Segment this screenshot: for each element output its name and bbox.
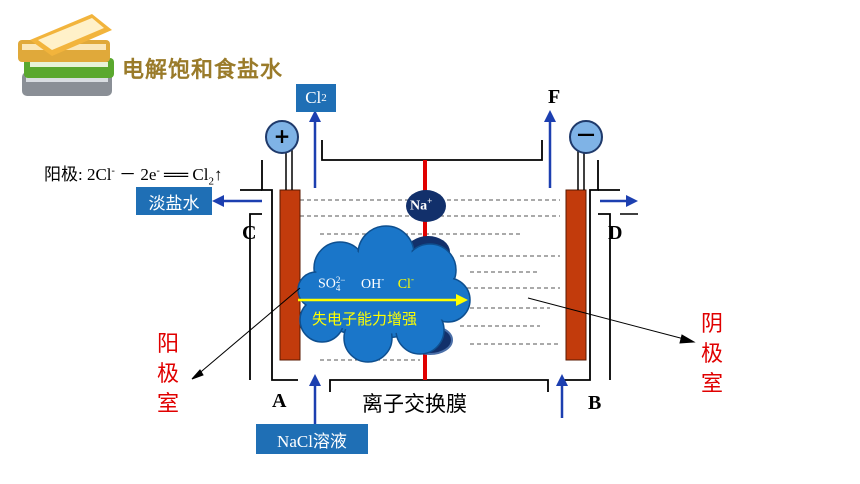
oh-ion: OH bbox=[360, 276, 382, 292]
plus-sign: + bbox=[273, 124, 291, 148]
membrane-label: 离子交换膜 bbox=[362, 392, 467, 416]
cathode-room-char-3: 室 bbox=[700, 372, 723, 397]
so4-ion: SO bbox=[318, 276, 336, 292]
page-title: 电解饱和食盐水 bbox=[122, 58, 284, 83]
electron-loss-label: 失电子能力增强 bbox=[312, 310, 418, 328]
anode-eq-sup2: - bbox=[156, 165, 160, 177]
anode-room-char-2: 极 bbox=[156, 362, 179, 387]
cathode-electrode bbox=[565, 189, 587, 361]
cl2-subscript: 2 bbox=[321, 92, 327, 104]
na-sup: + bbox=[427, 196, 433, 206]
so4-sup: 2− bbox=[335, 275, 346, 286]
anode-electrode bbox=[279, 189, 301, 361]
cl2-label: Cl bbox=[305, 88, 322, 107]
outlet-f-label: F bbox=[548, 86, 561, 108]
outlet-d-label: D bbox=[608, 222, 623, 244]
cathode-room-label: 阴 极 室 bbox=[700, 310, 724, 400]
outlet-c-label: C bbox=[242, 222, 257, 244]
dilute-brine-box: 淡盐水 bbox=[136, 187, 212, 215]
minus-sign: — bbox=[577, 124, 595, 145]
anode-eq-part3: ══ Cl bbox=[159, 165, 209, 184]
na-ion-label: Na+ bbox=[410, 196, 432, 215]
anode-room-char-1: 阳 bbox=[156, 332, 179, 357]
anode-eq-arrow: ↑ bbox=[213, 165, 223, 184]
anode-eq-sup1: - bbox=[111, 165, 115, 177]
anode-equation: 阳极: 2Cl- － 2e- ══ Cl2↑ bbox=[44, 160, 222, 187]
electron-loss-arrow bbox=[298, 294, 468, 306]
room-pointer-lines bbox=[191, 287, 696, 380]
positive-terminal bbox=[265, 120, 299, 154]
anode-room-char-3: 室 bbox=[156, 392, 179, 417]
books-icon bbox=[18, 14, 114, 96]
so4-sub: 4 bbox=[335, 283, 341, 294]
inlet-b-label: B bbox=[588, 392, 602, 414]
cl-sup: - bbox=[410, 274, 414, 284]
cathode-room-char-1: 阴 bbox=[700, 312, 723, 337]
cl-ion: Cl bbox=[397, 276, 411, 292]
cathode-room-char-2: 极 bbox=[700, 342, 723, 367]
electrode-wires bbox=[285, 150, 585, 190]
na-text: Na bbox=[410, 198, 428, 214]
oh-sup: - bbox=[381, 274, 385, 284]
negative-terminal bbox=[569, 120, 603, 154]
flow-arrows bbox=[212, 110, 638, 424]
anode-room-label: 阳 极 室 bbox=[156, 330, 180, 420]
cell-container bbox=[240, 140, 620, 392]
na-ion-ball bbox=[406, 190, 446, 222]
anode-eq-sub: 2 bbox=[208, 175, 214, 188]
anode-eq-part1: 阳极: 2Cl bbox=[44, 165, 112, 184]
inlet-a-label: A bbox=[272, 390, 287, 412]
anode-eq-part2: － 2e bbox=[114, 165, 157, 184]
nacl-solution-box: NaCl溶液 bbox=[256, 424, 368, 454]
